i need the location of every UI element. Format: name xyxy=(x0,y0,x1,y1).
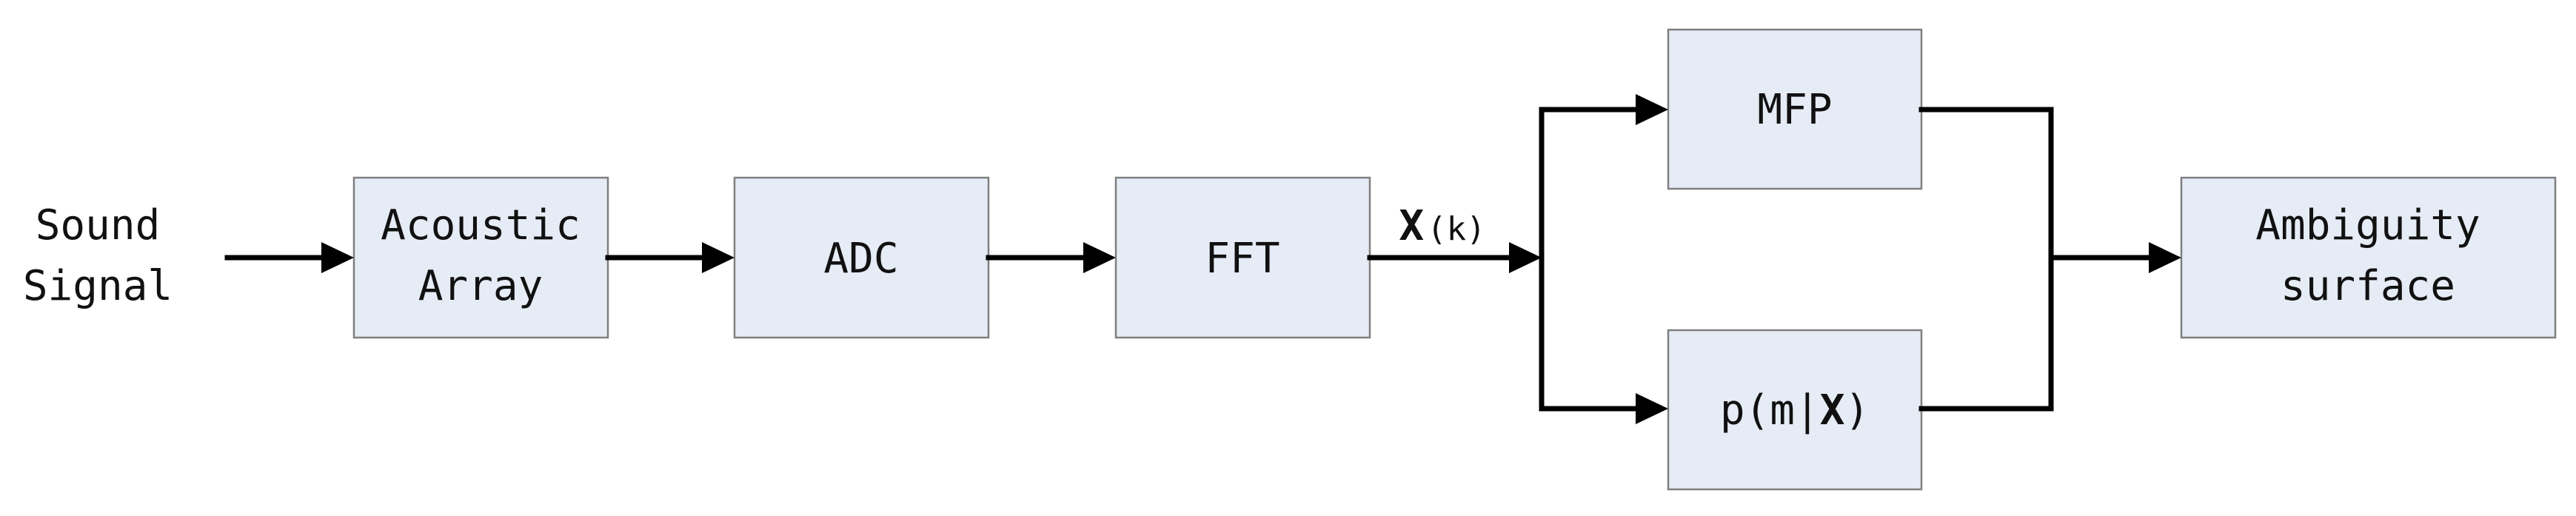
connector-split-to-mfp xyxy=(1539,94,1668,412)
acoustic-array-block xyxy=(352,176,609,339)
fft-block xyxy=(1114,176,1371,339)
connector-fft-to-split xyxy=(1367,242,1542,273)
acoustic-array-label-line2: Array xyxy=(418,262,543,310)
ambiguity-surface-label-line2: surface xyxy=(2281,262,2455,310)
input-label-line2: Signal xyxy=(23,262,173,310)
posterior-label: p(m|X) xyxy=(1720,386,1870,435)
adc-block xyxy=(733,176,990,339)
ambiguity-surface-block xyxy=(2180,176,2557,339)
fft-label: FFT xyxy=(1205,235,1279,283)
mfp-label: MFP xyxy=(1757,86,1832,134)
acoustic-array-label-line1: Acoustic xyxy=(381,201,581,249)
connector-adc-to-fft xyxy=(986,242,1116,273)
connector-split-to-posterior xyxy=(1539,393,1668,424)
signal-label: X(k) xyxy=(1399,202,1485,250)
adc-label: ADC xyxy=(823,235,898,283)
posterior-block xyxy=(1667,329,1923,491)
mfp-block xyxy=(1667,28,1923,190)
connector-merge-to-ambiguity xyxy=(1918,107,2181,412)
connector-input-to-array xyxy=(224,242,354,273)
connector-array-to-adc xyxy=(605,242,735,273)
input-label-line1: Sound xyxy=(36,201,161,249)
ambiguity-surface-label-line1: Ambiguity xyxy=(2255,201,2480,249)
